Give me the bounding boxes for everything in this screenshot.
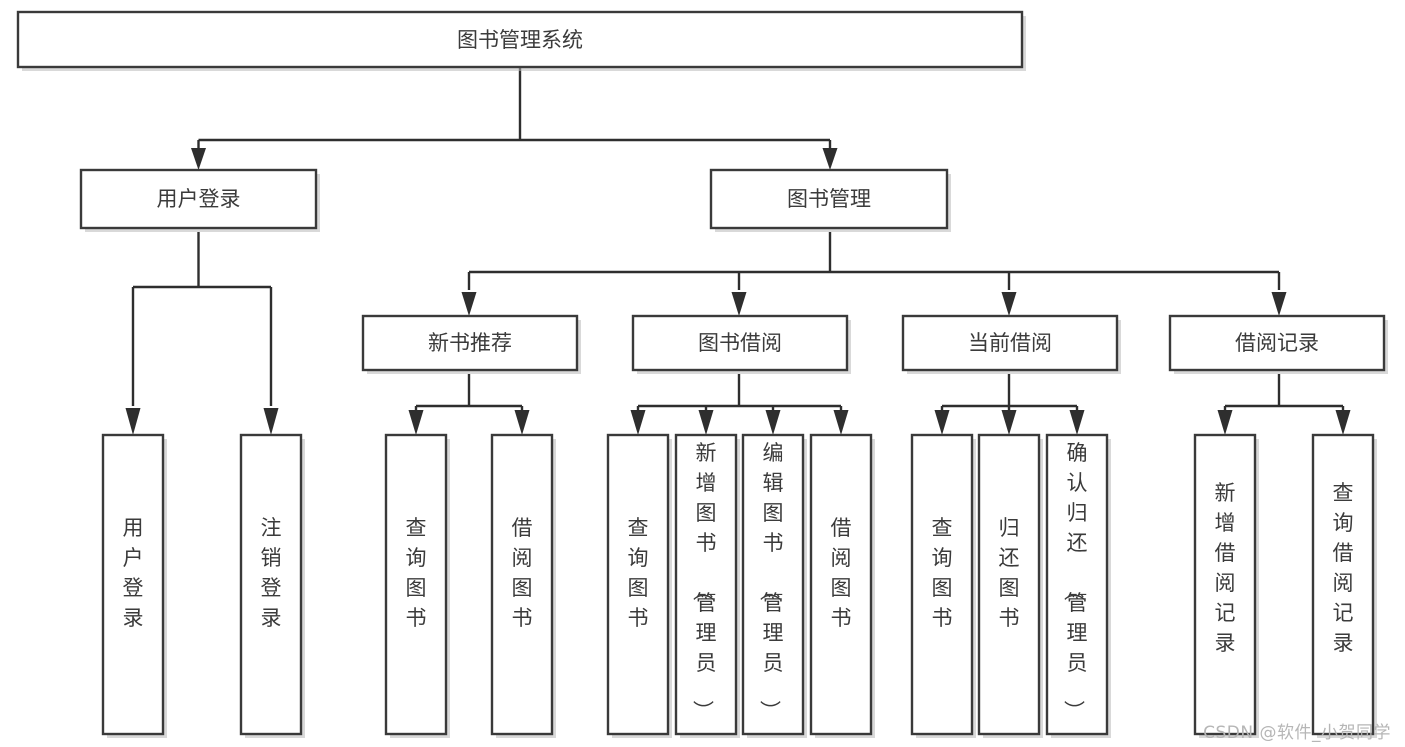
- node-borrow-record-label: 借阅记录: [1235, 331, 1319, 355]
- node-book-manage[interactable]: 图书管理: [709, 168, 951, 232]
- arrow-head-leaf-borrow-book-1: [514, 410, 530, 435]
- node-leaf-query-book-1-box[interactable]: [384, 433, 448, 736]
- node-leaf-confirm-return[interactable]: 确认归还（管理员）: [1045, 433, 1111, 738]
- arrow-head-leaf-confirm-return: [1069, 410, 1085, 435]
- node-leaf-edit-book-label: 编辑图书（管理员）: [758, 441, 784, 721]
- arrow-head-leaf-add-record: [1217, 410, 1233, 435]
- node-leaf-logout-login-label: 注销登录: [261, 516, 282, 630]
- node-leaf-query-record-box[interactable]: [1311, 433, 1375, 736]
- node-leaf-return-book[interactable]: 归还图书: [977, 433, 1043, 738]
- node-leaf-query-book-3-label: 查询图书: [932, 516, 953, 630]
- arrow-head-current-borrow: [1001, 292, 1017, 316]
- node-leaf-add-record-box[interactable]: [1193, 433, 1257, 736]
- node-leaf-borrow-book-1-label: 借阅图书: [512, 516, 533, 630]
- arrow-head-book-manage: [822, 148, 838, 170]
- node-leaf-logout-login[interactable]: 注销登录: [239, 433, 305, 738]
- arrow-head-leaf-query-record: [1335, 410, 1351, 435]
- arrow-head-user-login: [191, 148, 206, 170]
- node-leaf-edit-book-box[interactable]: [741, 433, 805, 736]
- arrow-head-leaf-add-book: [698, 410, 714, 435]
- node-leaf-borrow-book-2[interactable]: 借阅图书: [809, 433, 875, 738]
- node-leaf-logout-login-box[interactable]: [239, 433, 303, 736]
- node-borrow-record[interactable]: 借阅记录: [1168, 314, 1388, 374]
- arrow-head-borrow-record: [1271, 292, 1287, 316]
- arrow-head-leaf-logout-login: [263, 408, 279, 435]
- arrow-head-leaf-return-book: [1001, 410, 1017, 435]
- node-leaf-query-book-3-box[interactable]: [910, 433, 974, 736]
- node-leaf-query-record-label: 查询借阅记录: [1333, 481, 1354, 655]
- node-current-borrow[interactable]: 当前借阅: [901, 314, 1121, 374]
- node-leaf-query-book-2-label: 查询图书: [628, 516, 649, 630]
- node-leaf-confirm-return-box[interactable]: [1045, 433, 1109, 736]
- arrow-head-leaf-query-book-2: [630, 410, 646, 435]
- node-leaf-query-book-2-box[interactable]: [606, 433, 670, 736]
- connector-layer: [125, 67, 1351, 435]
- node-user-login[interactable]: 用户登录: [79, 168, 320, 232]
- node-leaf-borrow-book-2-label: 借阅图书: [831, 516, 852, 630]
- node-leaf-borrow-book-1[interactable]: 借阅图书: [490, 433, 556, 738]
- arrow-head-new-book-recommend: [461, 292, 477, 316]
- node-root[interactable]: 图书管理系统: [16, 10, 1026, 71]
- arrow-head-leaf-query-book-3: [934, 410, 950, 435]
- node-leaf-return-book-label: 归还图书: [999, 516, 1020, 630]
- node-leaf-query-record[interactable]: 查询借阅记录: [1311, 433, 1377, 738]
- arrow-head-leaf-user-login: [125, 408, 141, 435]
- node-current-borrow-label: 当前借阅: [968, 331, 1052, 355]
- node-leaf-borrow-book-1-box[interactable]: [490, 433, 554, 736]
- node-leaf-edit-book[interactable]: 编辑图书（管理员）: [741, 433, 807, 738]
- node-leaf-user-login-box[interactable]: [101, 433, 165, 736]
- csdn-watermark: CSDN @软件_小贺同学: [1203, 723, 1391, 743]
- node-leaf-query-book-3[interactable]: 查询图书: [910, 433, 976, 738]
- arrow-head-leaf-borrow-book-2: [833, 410, 849, 435]
- node-user-login-label: 用户登录: [157, 187, 241, 211]
- node-leaf-query-book-1-label: 查询图书: [406, 516, 427, 630]
- node-leaf-add-book-label: 新增图书（管理员）: [691, 441, 717, 721]
- node-current-borrow-box[interactable]: [901, 314, 1119, 372]
- node-book-borrow-box[interactable]: [631, 314, 849, 372]
- node-borrow-record-box[interactable]: [1168, 314, 1386, 372]
- node-leaf-add-book-box[interactable]: [674, 433, 738, 736]
- node-leaf-user-login[interactable]: 用户登录: [101, 433, 167, 738]
- node-new-book-recommend-label: 新书推荐: [428, 331, 512, 355]
- node-user-login-box[interactable]: [79, 168, 318, 230]
- node-book-borrow[interactable]: 图书借阅: [631, 314, 851, 374]
- node-leaf-query-book-2[interactable]: 查询图书: [606, 433, 672, 738]
- node-book-manage-label: 图书管理: [787, 187, 871, 211]
- node-leaf-return-book-box[interactable]: [977, 433, 1041, 736]
- arrow-head-book-borrow: [731, 292, 747, 316]
- node-leaf-add-record-label: 新增借阅记录: [1215, 481, 1236, 655]
- node-leaf-borrow-book-2-box[interactable]: [809, 433, 873, 736]
- node-leaf-query-book-1[interactable]: 查询图书: [384, 433, 450, 738]
- node-book-manage-box[interactable]: [709, 168, 949, 230]
- node-book-borrow-label: 图书借阅: [698, 331, 782, 355]
- node-root-label: 图书管理系统: [457, 28, 583, 52]
- node-leaf-user-login-label: 用户登录: [123, 516, 144, 630]
- node-leaf-add-book[interactable]: 新增图书（管理员）: [674, 433, 740, 738]
- arrow-head-leaf-edit-book: [765, 410, 781, 435]
- arrow-head-leaf-query-book-1: [408, 410, 424, 435]
- node-leaf-add-record[interactable]: 新增借阅记录: [1193, 433, 1259, 738]
- node-new-book-recommend[interactable]: 新书推荐: [361, 314, 581, 374]
- node-root-box[interactable]: [16, 10, 1024, 69]
- node-new-book-recommend-box[interactable]: [361, 314, 579, 372]
- node-leaf-confirm-return-label: 确认归还（管理员）: [1062, 441, 1088, 721]
